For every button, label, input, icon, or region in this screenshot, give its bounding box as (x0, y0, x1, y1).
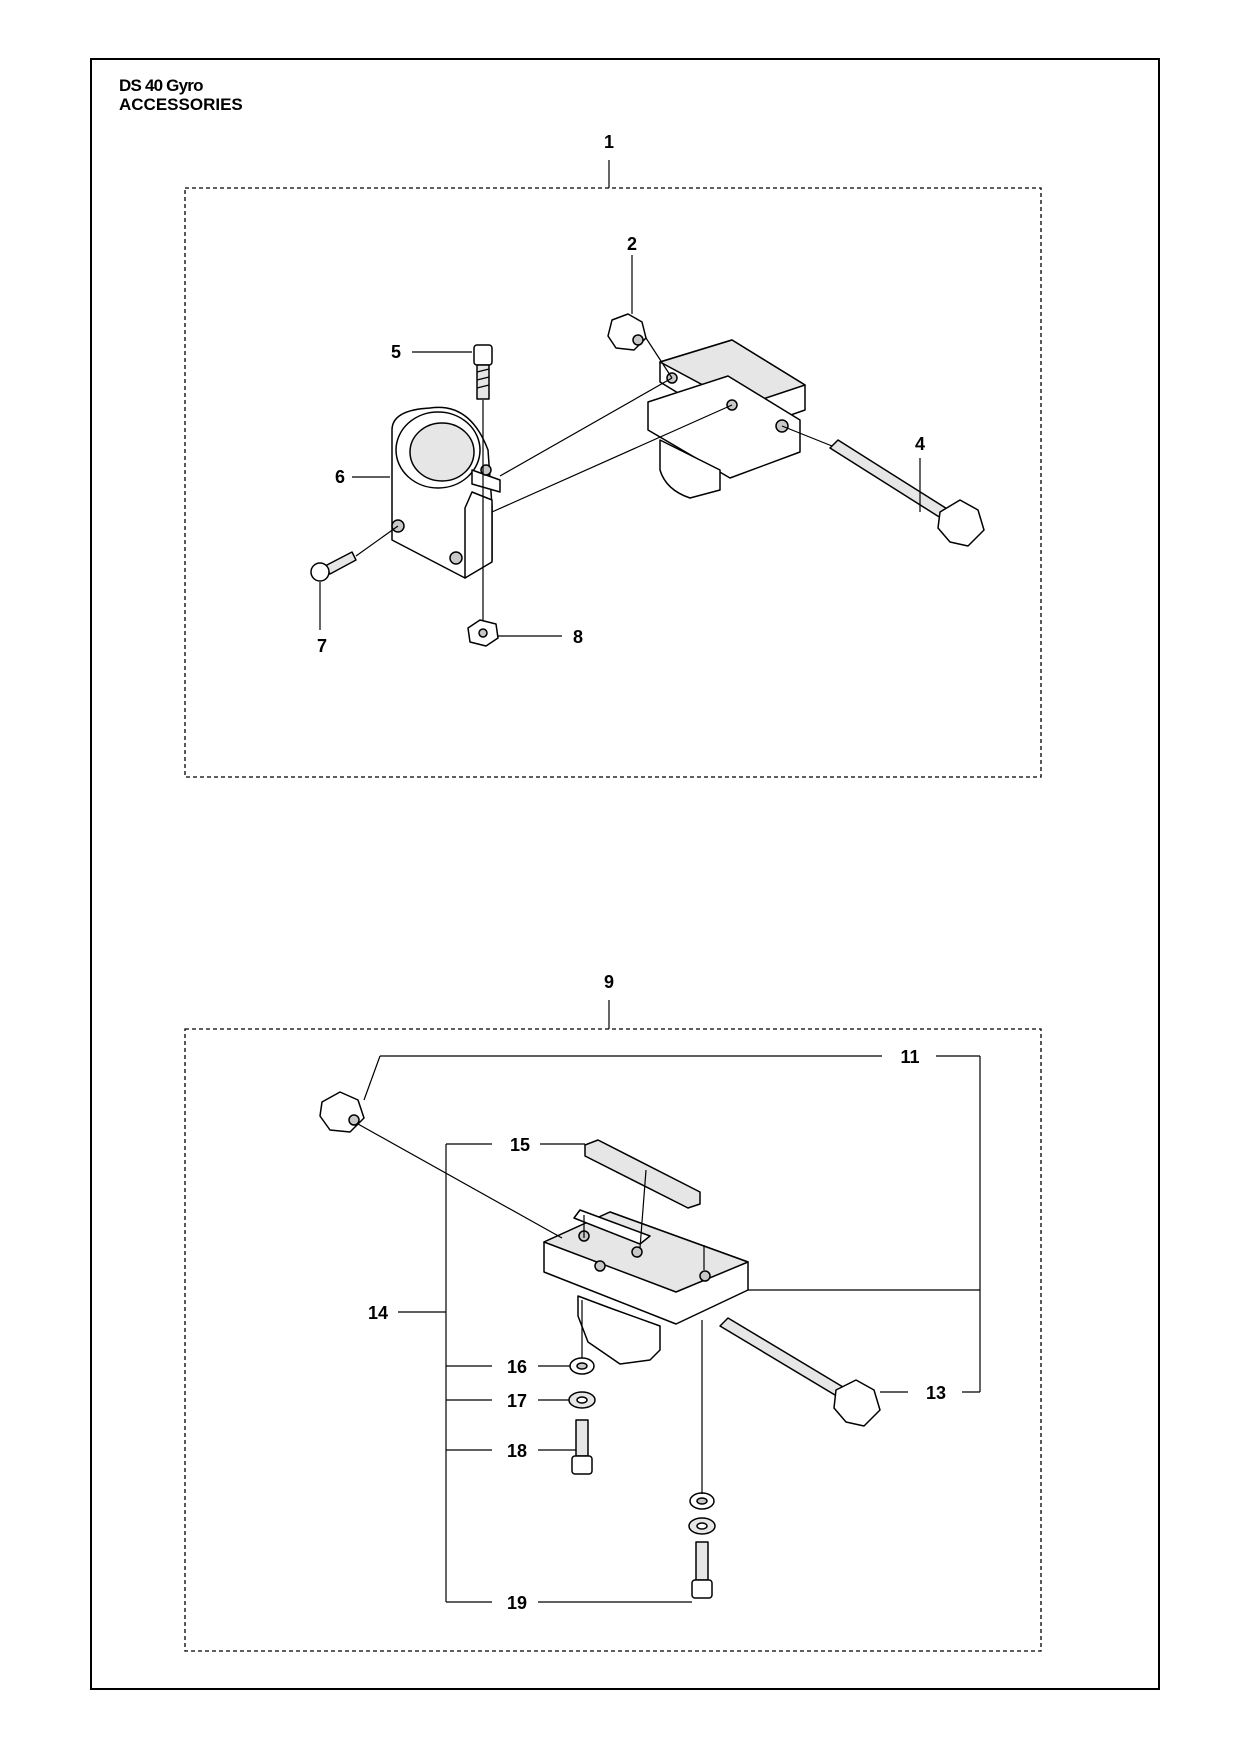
screw-18 (571, 1419, 593, 1475)
screw-19 (691, 1541, 713, 1599)
callout-19: 19 (507, 1593, 527, 1613)
callout-16: 16 (507, 1357, 527, 1377)
section-title: ACCESSORIES (119, 95, 243, 114)
washer-16 (569, 1357, 595, 1375)
assembly-1: 1 (184, 132, 1042, 778)
callout-11: 11 (900, 1047, 919, 1067)
washer-right (689, 1492, 715, 1510)
callout-4: 4 (915, 434, 925, 454)
callout-13: 13 (926, 1383, 946, 1403)
lock-washer-right (688, 1517, 716, 1535)
bolt-13 (719, 1317, 881, 1427)
screw-7 (310, 551, 357, 582)
assembly-9-boundary (184, 1028, 1042, 1652)
callout-15: 15 (510, 1135, 530, 1155)
clamp-bracket (391, 406, 501, 579)
callout-1: 1 (604, 132, 614, 152)
nut-8 (467, 619, 499, 647)
callout-5: 5 (391, 342, 401, 362)
callout-18: 18 (507, 1441, 527, 1461)
callout-6: 6 (335, 467, 345, 487)
callout-2: 2 (627, 234, 637, 254)
page-frame (90, 58, 1160, 1690)
model-title: DS 40 Gyro (119, 76, 203, 95)
nut-11 (319, 1091, 365, 1133)
assembly-1-boundary (184, 187, 1042, 778)
clamp-block (647, 339, 806, 499)
page-header: DS 40 Gyro ACCESSORIES (119, 76, 243, 114)
lock-washer-17 (568, 1391, 596, 1409)
base-block (543, 1209, 749, 1365)
callout-17: 17 (507, 1391, 527, 1411)
callout-8: 8 (573, 627, 583, 647)
key-15 (584, 1139, 701, 1209)
nut-2 (607, 313, 647, 351)
bolt-4 (829, 439, 985, 547)
assembly-9: 9 (184, 972, 1042, 1652)
callout-9: 9 (604, 972, 614, 992)
screw-5 (473, 344, 493, 400)
callout-7: 7 (317, 636, 327, 656)
callout-14: 14 (368, 1303, 388, 1323)
